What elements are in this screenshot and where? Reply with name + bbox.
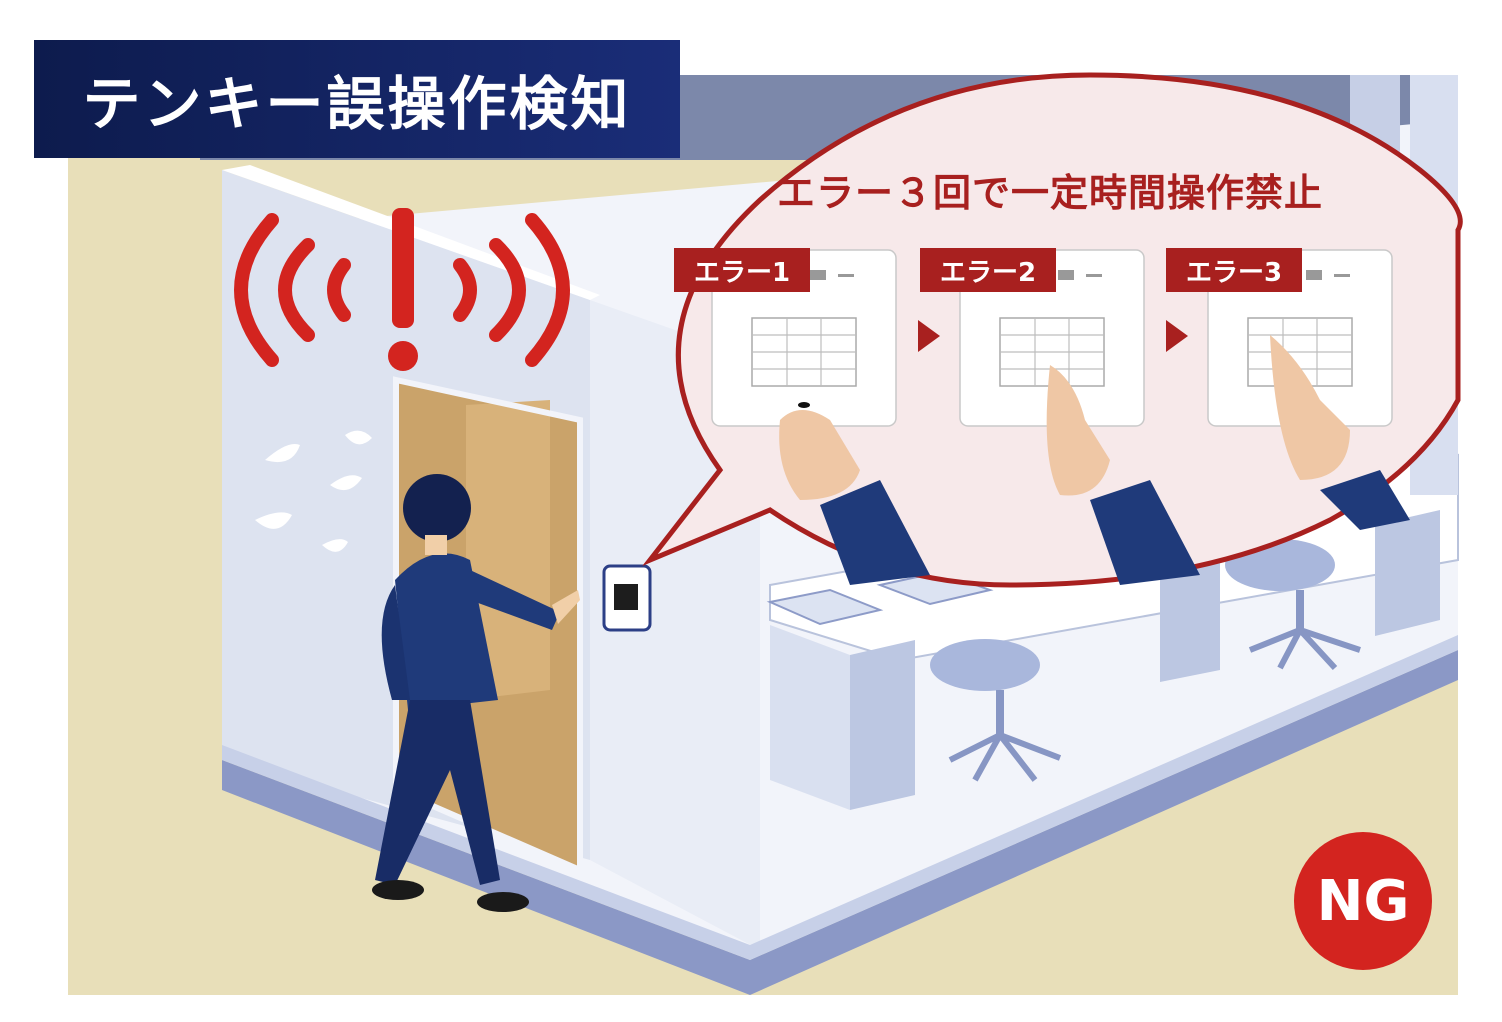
pointing-hand-2 [1046,365,1200,585]
desk-side [770,625,850,810]
alert-bang-dot [388,341,418,371]
exclamation-alert-icon [234,213,570,367]
title-banner: テンキー誤操作検知 [34,40,680,158]
door-panel [466,400,550,700]
bubble-heading: エラー３回で一定時間操作禁止 [776,171,1323,215]
pointing-hand-3 [1270,335,1410,530]
desk-drawer [850,640,915,810]
base-ledge [222,650,1458,995]
ng-badge: NG [1294,832,1432,970]
error-tag-3: エラー3 [1166,248,1302,292]
alert-bang-bar [392,208,414,328]
page-title: テンキー誤操作検知 [82,70,632,138]
sweat-drops-icon [255,430,372,552]
person [372,474,580,912]
error-tag-1: エラー1 [674,248,810,292]
chair-legs-1 [948,731,1062,782]
chair-legs-2 [1248,626,1361,671]
keypad-screen [614,584,638,610]
chair-seat-1 [930,639,1040,691]
paper-1 [766,588,884,626]
error-tag-2: エラー2 [920,248,1056,292]
desk-drawer-3 [1375,510,1440,636]
triangle-right-icon [1166,320,1188,352]
pointing-hand-1 [779,410,930,585]
triangle-right-icon [918,320,940,352]
desk-drawer-2 [1160,548,1220,682]
